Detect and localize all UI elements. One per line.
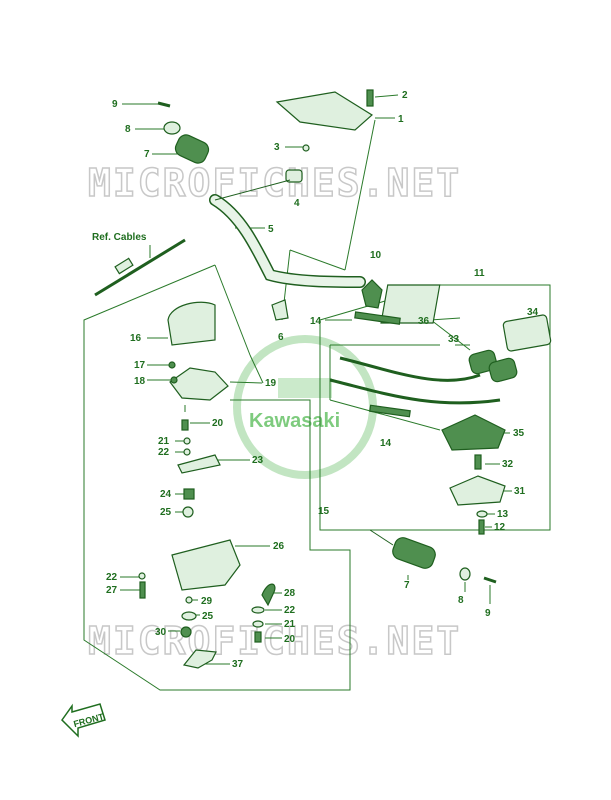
callout-23: 23	[252, 455, 264, 466]
screw-9-right	[483, 576, 497, 584]
callout-32: 32	[502, 459, 514, 470]
housing-31	[449, 475, 506, 506]
callout-36: 36	[418, 316, 430, 327]
washer-3	[302, 144, 310, 152]
housing-26	[171, 539, 241, 591]
cap-8-left	[163, 121, 181, 135]
callout-14-top: 14	[310, 316, 322, 327]
callout-3: 3	[274, 142, 280, 153]
ref-cables-label: Ref. Cables	[92, 232, 147, 243]
callout-9-left: 9	[112, 99, 118, 110]
callout-8-left: 8	[125, 124, 131, 135]
lever-37	[182, 649, 217, 669]
callout-17: 17	[134, 360, 146, 371]
callout-9-right: 9	[485, 608, 491, 619]
callout-26: 26	[273, 541, 285, 552]
tape-14-bottom	[369, 404, 411, 418]
callout-37: 37	[232, 659, 244, 670]
lever-28	[261, 583, 276, 607]
callout-22-left: 22	[106, 572, 118, 583]
callout-6: 6	[278, 332, 284, 343]
cover-16	[167, 301, 216, 346]
grip-right	[392, 537, 436, 569]
cap-8-right	[459, 567, 471, 581]
callout-15: 15	[318, 506, 330, 517]
callout-11: 11	[474, 268, 485, 279]
callout-25-top: 25	[160, 507, 172, 518]
callout-4: 4	[294, 198, 300, 209]
callout-21-right: 21	[284, 619, 296, 630]
callout-12: 12	[494, 522, 506, 533]
watermark-bottom: MICROFICHES.NET	[88, 619, 461, 663]
bracket-23	[177, 454, 221, 474]
callout-25-bottom: 25	[202, 611, 214, 622]
callout-8-right: 8	[458, 595, 464, 606]
callout-19: 19	[265, 378, 277, 389]
callout-1: 1	[398, 114, 404, 125]
callout-20-top: 20	[212, 418, 224, 429]
housing-35	[441, 414, 506, 451]
bolt-2	[366, 89, 374, 107]
front-arrow: FRONT	[61, 703, 106, 738]
callout-29: 29	[201, 596, 213, 607]
callout-5: 5	[268, 224, 274, 235]
callout-35: 35	[513, 428, 525, 439]
clamp-4	[285, 169, 303, 183]
grip-left	[174, 134, 210, 164]
cable	[94, 238, 186, 297]
callout-16: 16	[130, 333, 142, 344]
callout-27: 27	[106, 585, 118, 596]
callout-30: 30	[155, 627, 167, 638]
callout-7-left: 7	[144, 149, 150, 160]
callout-21-top: 21	[158, 436, 170, 447]
logo-text: Kawasaki	[249, 410, 340, 432]
housing-34	[502, 314, 552, 352]
callout-31: 31	[514, 486, 526, 497]
callout-22-right: 22	[284, 605, 296, 616]
callout-2: 2	[402, 90, 408, 101]
callouts: 1 2 3 4 5 6 7 8 9 10 11 14 36 34 16 33 1…	[106, 90, 539, 670]
callout-22-top: 22	[158, 447, 170, 458]
nut-24	[183, 488, 195, 500]
callout-33: 33	[448, 334, 460, 345]
callout-7-right: 7	[404, 580, 410, 591]
tape-14-top	[354, 311, 401, 325]
callout-10: 10	[370, 250, 382, 261]
clip-6	[271, 299, 289, 321]
callout-34: 34	[527, 307, 539, 318]
callout-28: 28	[284, 588, 296, 599]
module-36	[380, 284, 441, 324]
handlebar-bracket	[275, 91, 374, 131]
clamp-10	[361, 279, 383, 309]
screw-9-left	[157, 101, 171, 108]
callout-13: 13	[497, 509, 509, 520]
wiring-33	[339, 356, 481, 382]
parts	[94, 89, 552, 669]
callout-14-bottom: 14	[380, 438, 392, 449]
callout-24: 24	[160, 489, 172, 500]
gasket-19	[169, 367, 229, 401]
callout-20-right: 20	[284, 634, 296, 645]
watermark-top: MICROFICHES.NET	[88, 161, 461, 205]
callout-18: 18	[134, 376, 146, 387]
